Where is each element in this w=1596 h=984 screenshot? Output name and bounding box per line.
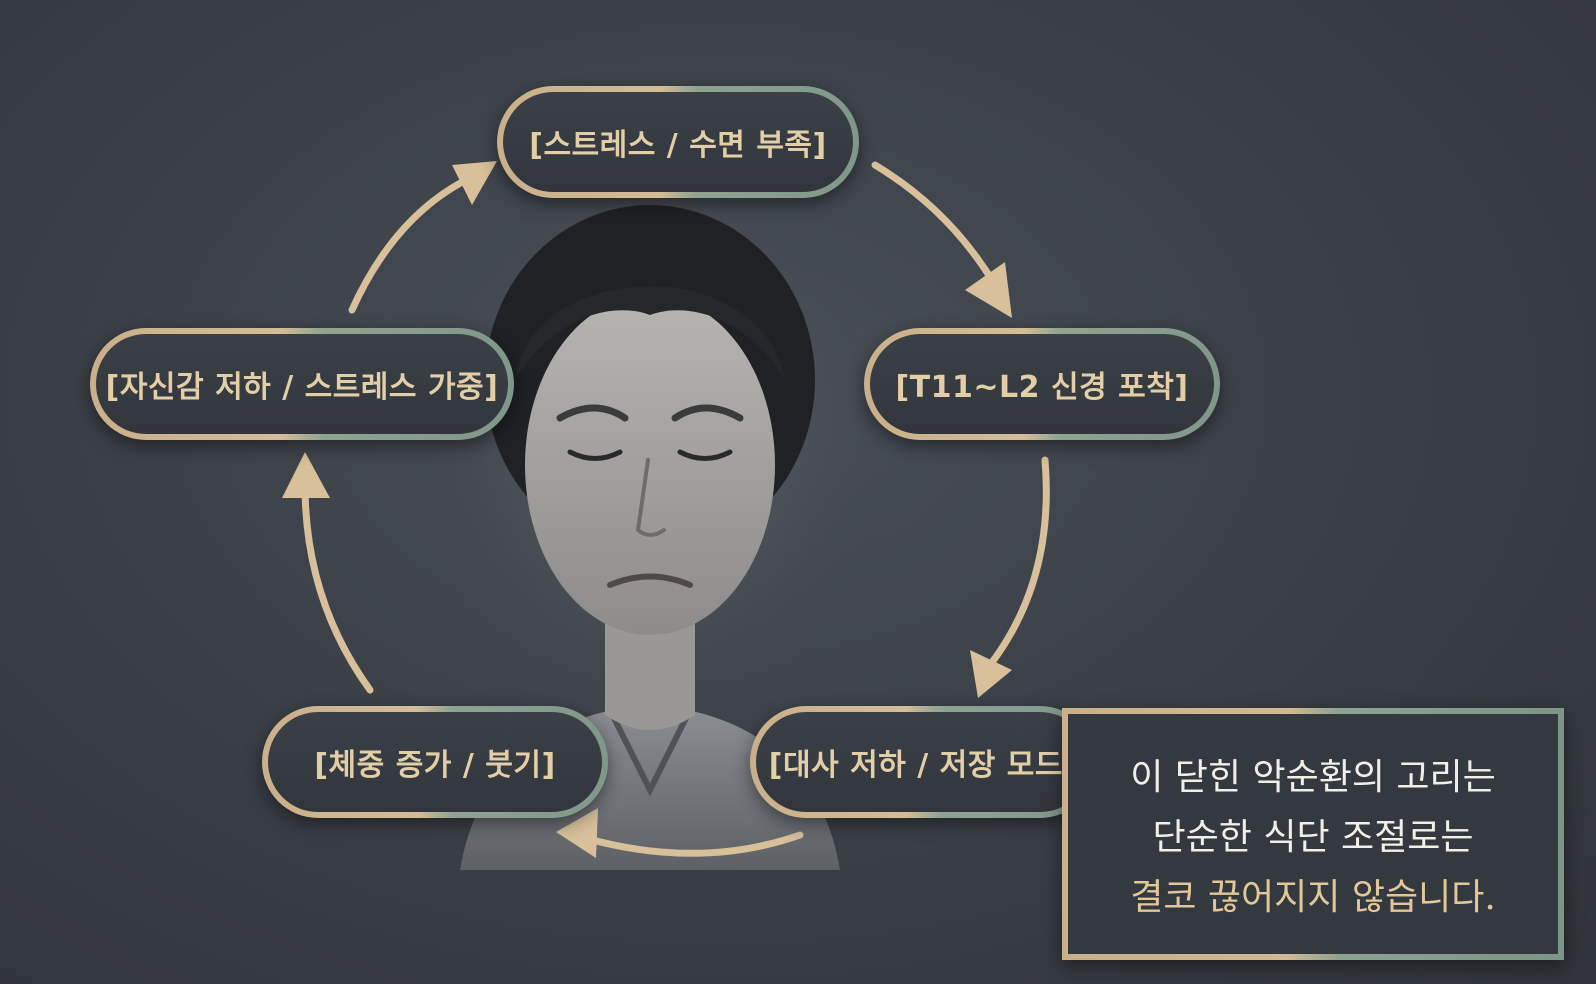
arrowhead-icon [965,262,1012,318]
curved-arrow-icon [301,481,374,694]
node-label: [대사 저하 / 저장 모드] [768,748,1078,783]
node-confidence-stress: [자신감 저하 / 스트레스 가중] [90,328,514,440]
arrowhead-icon [282,452,330,498]
message-line-3: 결코 끊어지지 않습니다. [1130,877,1496,918]
node-nerve-entrapment: [T11~L2 신경 포착] [864,328,1220,440]
arrowhead-icon [556,808,598,858]
node-metabolism-storage: [대사 저하 / 저장 모드] [750,706,1096,818]
curved-arrow-icon [348,174,474,314]
arrowhead-icon [452,161,497,205]
message-box: 이 닫힌 악순환의 고리는 단순한 식단 조절로는 결코 끊어지지 않습니다. [1062,708,1564,960]
curved-arrow-icon [986,456,1050,669]
message-line-2: 단순한 식단 조절로는 [1152,817,1474,858]
curved-arrow-icon [871,161,999,289]
node-label: [체중 증가 / 붓기] [314,748,556,783]
arrowhead-icon [970,650,1012,698]
node-label: [스트레스 / 수면 부족] [529,128,827,163]
message-line-1: 이 닫힌 악순환의 고리는 [1130,757,1496,798]
node-label: [자신감 저하 / 스트레스 가중] [105,370,499,405]
node-label: [T11~L2 신경 포착] [895,370,1189,405]
curved-arrow-icon [581,831,804,857]
node-stress-sleep: [스트레스 / 수면 부족] [497,86,859,198]
node-weight-swelling: [체중 증가 / 붓기] [262,706,608,818]
